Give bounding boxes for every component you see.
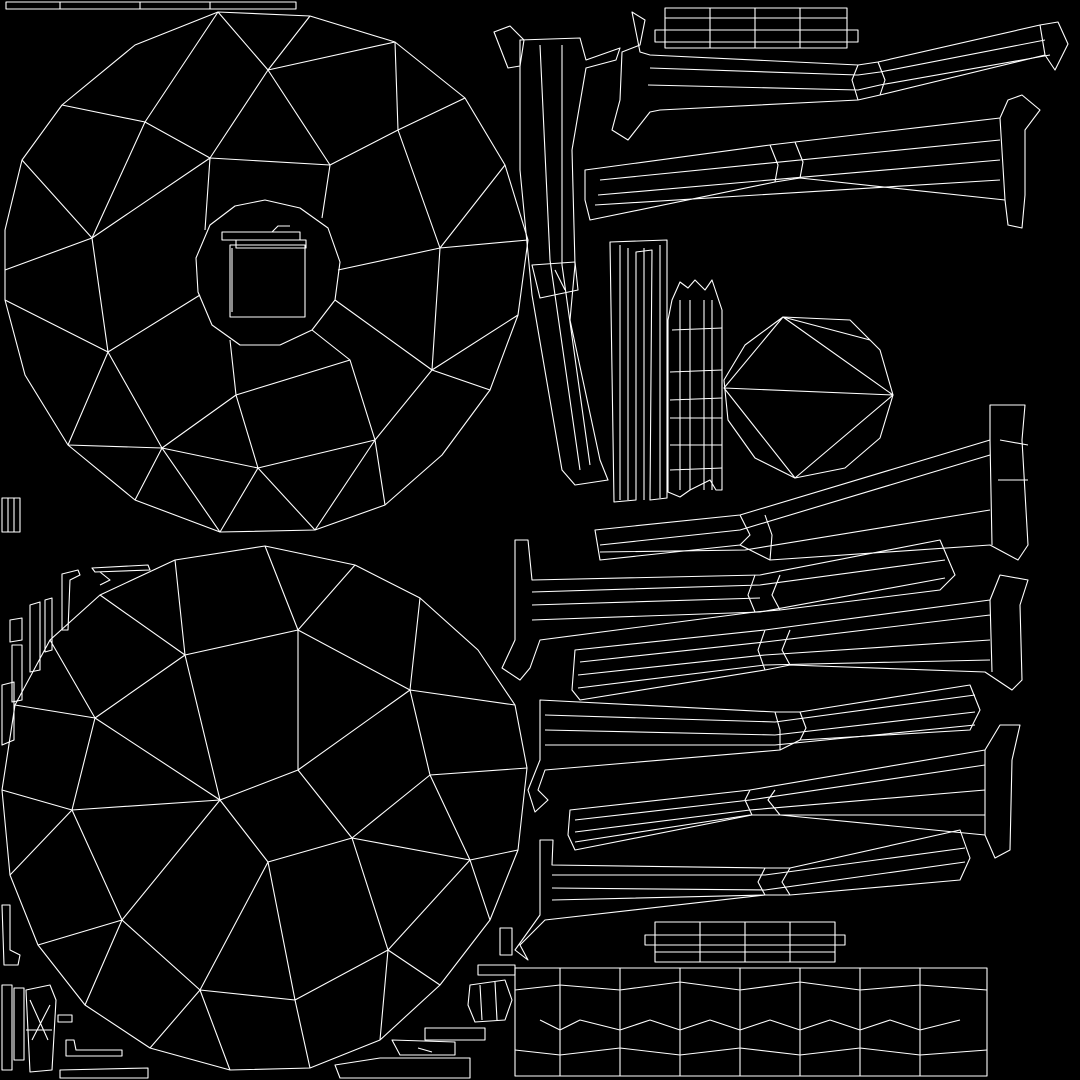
octagon-island	[723, 316, 894, 479]
top-strip-island	[5, 1, 297, 10]
top-circle-island	[4, 11, 529, 533]
upper-right-branches	[584, 7, 1069, 229]
lower-right-branches	[501, 404, 1029, 961]
vertical-trunk-islands	[493, 25, 723, 503]
left-fragments-island	[1, 497, 151, 1079]
bottom-circle-island	[1, 545, 528, 1071]
bottom-right-islands	[334, 921, 988, 1079]
